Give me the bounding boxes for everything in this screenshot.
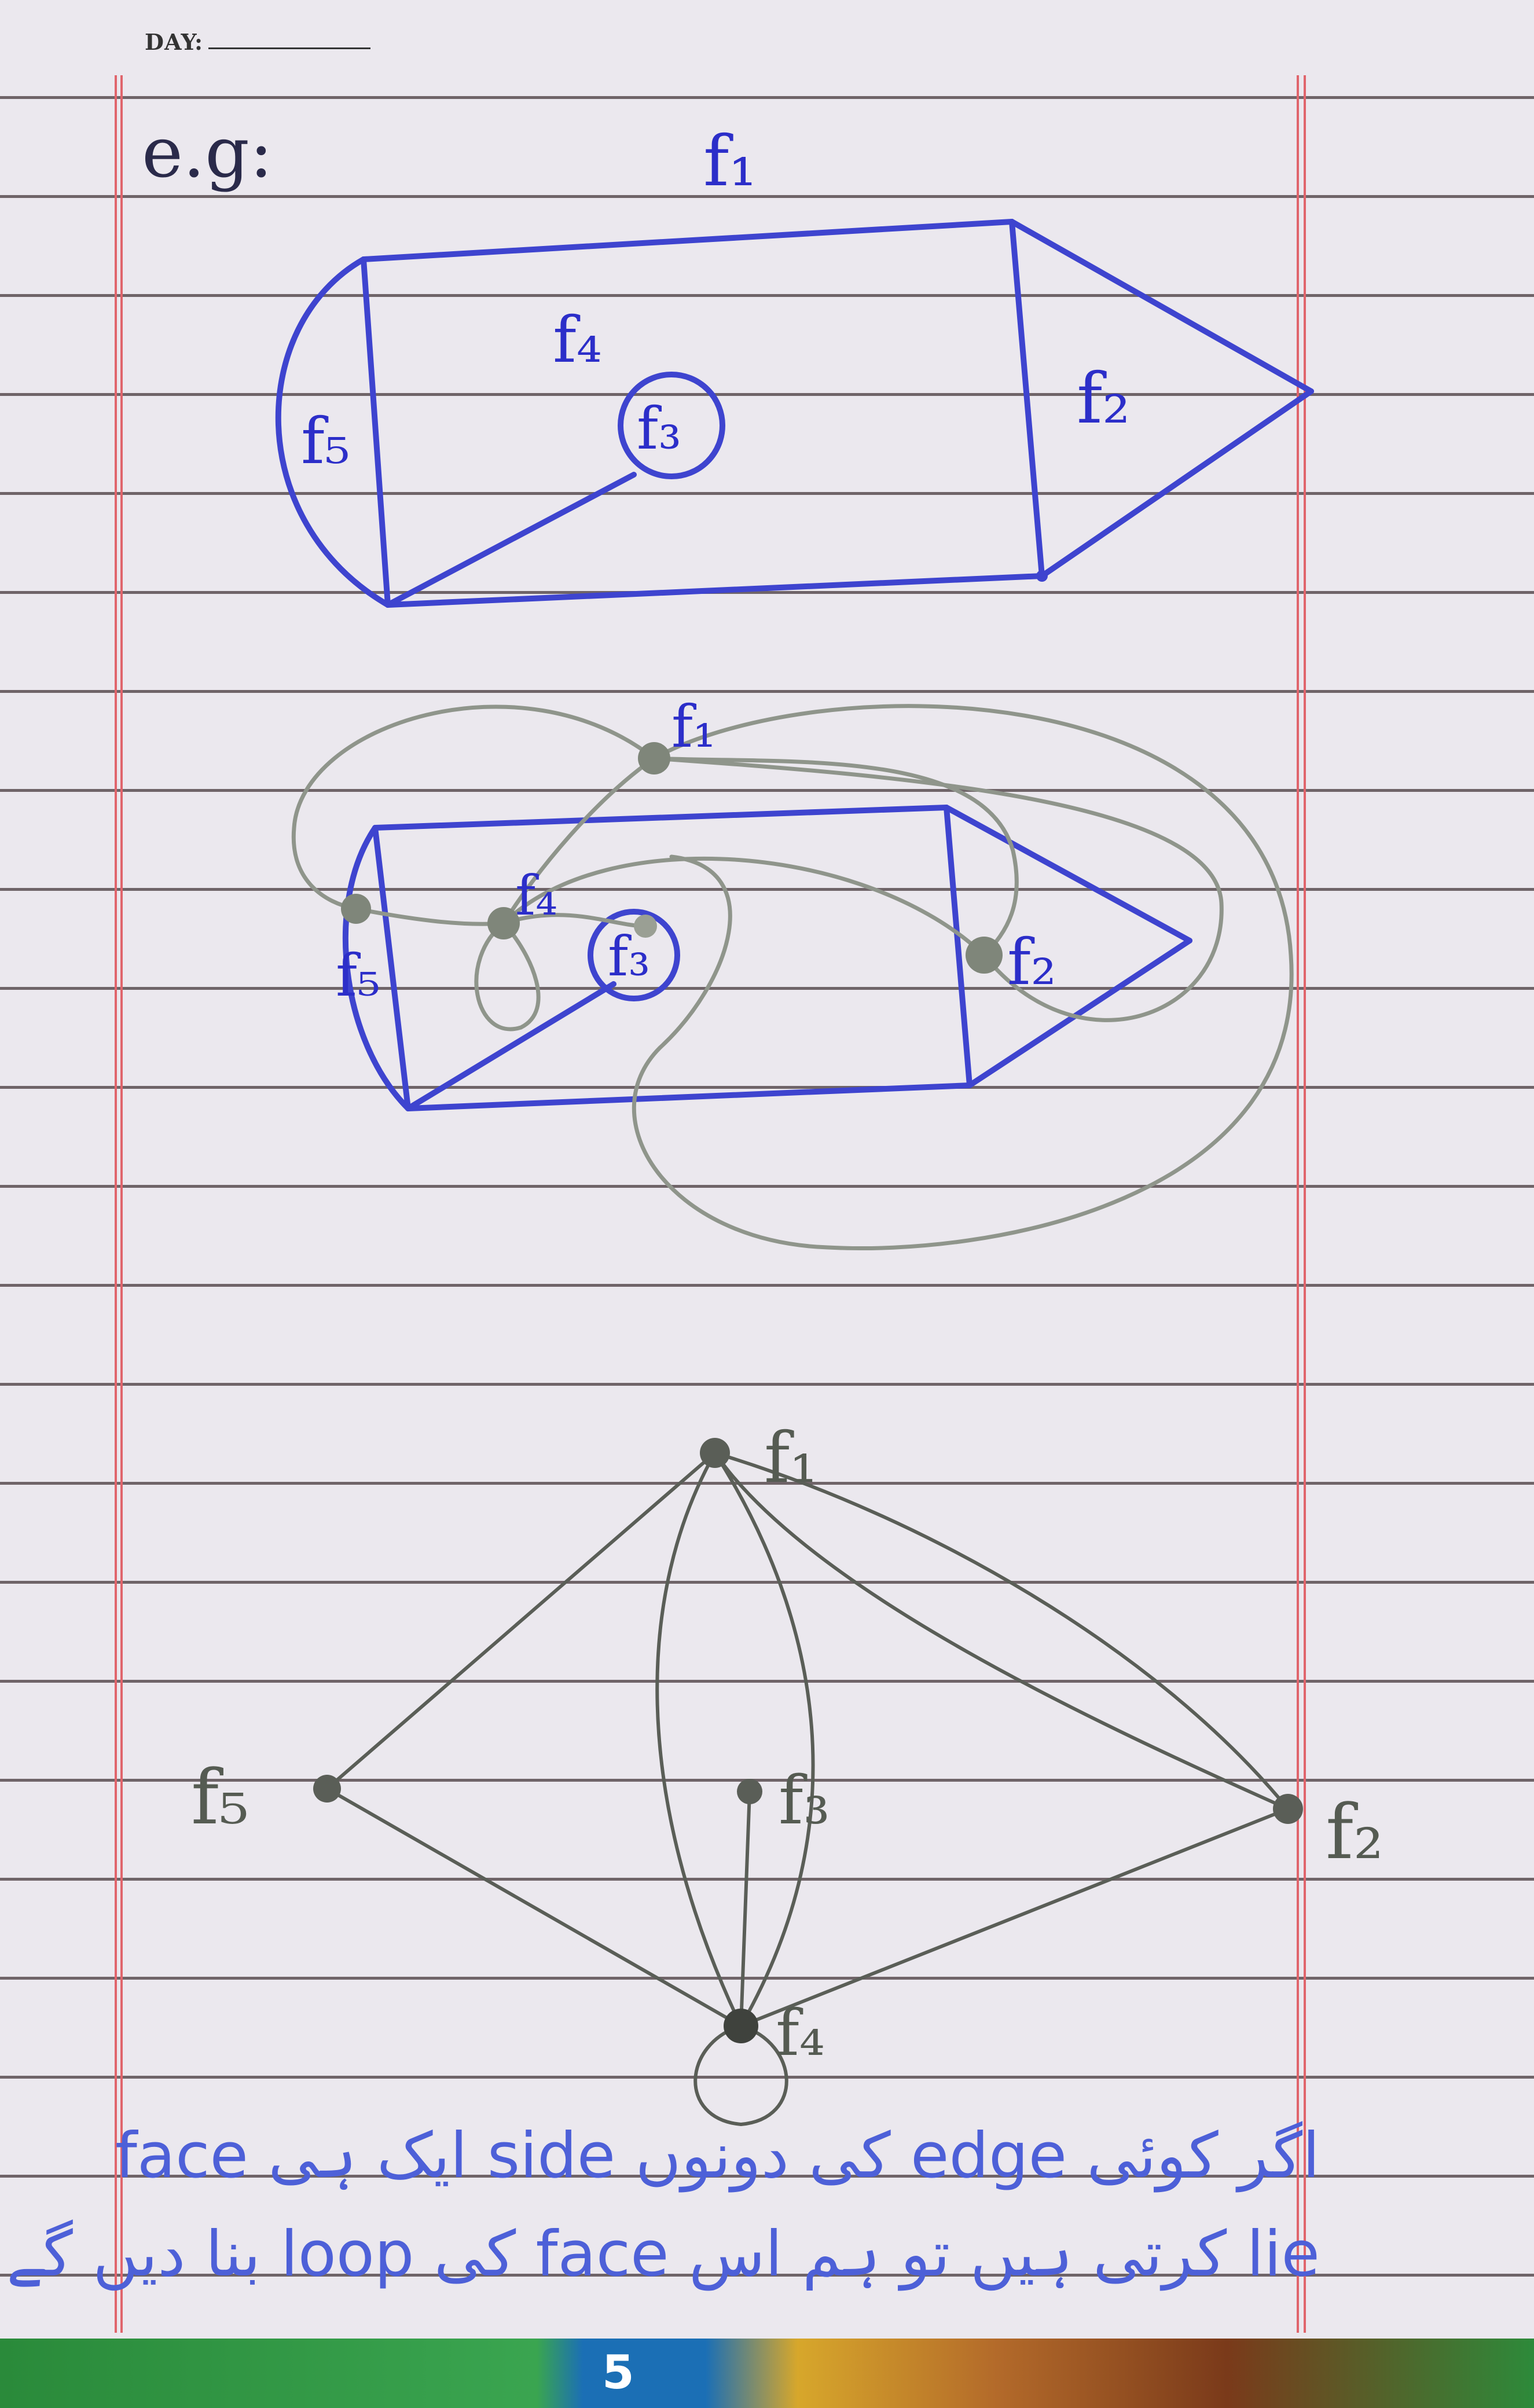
dual-vertex-f1 [638,742,670,774]
dual-edge-f1-outer-loop [632,704,1294,1250]
fig1-label-f3: f₃ [637,395,681,462]
right-margin-line-2 [1304,75,1306,2333]
cover-strip [0,2339,1534,2408]
dual-edge-f1-f2-a [713,1451,1290,1811]
dual-vertex-f4 [724,2009,758,2043]
dual-loop-f4 [474,921,541,1032]
dual-vertex-f5 [313,1775,341,1803]
fig1-label-f4: f₄ [553,303,602,377]
fig2-left-vertical-edge [372,825,411,1111]
figure-2-dual-overlay: f₁ f₄ f₃ f₂ f₅ [291,693,1294,1250]
left-margin-line [115,75,117,2333]
dual-vertex-f3 [737,1779,762,1804]
dual-edge-f5-f4 [325,1787,743,2028]
dual-edge-f1-f5 [325,1451,717,1790]
dual-vertex-f4 [487,907,520,939]
fig2-f3-circle [588,909,680,1001]
dual-edge-f4-f3 [501,913,648,928]
fig3-label-f3: f₃ [779,1762,830,1840]
day-underline [208,47,370,49]
urdu-note-line-2: lie کرتی ہیں تو ہم اس face کی loop بنا د… [6,2218,1320,2290]
fig2-label-f1: f₁ [671,693,716,761]
dual-vertex-f5 [341,894,371,924]
dual-edge-f1-f4-right [713,1451,815,2028]
fig1-label-f5: f₅ [301,404,350,478]
fig1-pendant-edge [385,472,637,608]
dual-vertex-f3 [634,915,657,938]
fig1-left-arc [275,256,391,608]
fig2-label-f3: f₃ [608,925,650,989]
dual-edge-f3-f4 [739,1790,751,2028]
fig2-bottom-edge [405,1082,972,1111]
fig2-label-f2: f₂ [1007,925,1056,999]
dual-vertex-f2 [966,937,1003,974]
fig3-label-f2: f₂ [1326,1788,1383,1876]
fig1-right-vertical-edge [1009,219,1045,579]
dual-edge-f5-f4 [354,906,506,926]
fig1-top-edge [361,219,1015,262]
fig2-label-f5: f₅ [336,942,380,1010]
cover-text: 5 [602,2345,634,2399]
urdu-note: اگر کوئی edge کی دونوں side ایک ہی face … [6,2107,1320,2304]
dual-edge-f4-f2 [501,856,986,957]
fig1-bottom-edge [385,573,1045,608]
left-margin-line-2 [120,75,123,2333]
fig1-label-f2: f₂ [1077,359,1131,439]
fig2-pendant-edge [405,981,616,1111]
dual-vertex-f1 [700,1438,730,1468]
dual-vertex-f2 [1273,1794,1303,1824]
fig1-f3-circle [618,372,725,479]
figure-1-planar-graph: f₁ f₄ f₃ f₂ f₅ [275,122,1314,608]
dual-edge-f1-f4 [501,756,656,926]
fig2-left-arc [343,825,411,1111]
fig2-triangle-bottom [967,938,1192,1088]
dual-edge-f1-f4-left [655,1451,743,2028]
dual-edge-f1-f5-outer [291,704,656,911]
fig2-top-edge [372,805,949,831]
dual-edge-f1-f2-b [713,1451,1290,1811]
fig2-label-f4: f₄ [515,864,557,928]
fig1-label-f1: f₁ [703,122,757,202]
example-label: e.g: [142,113,273,193]
dual-edge-f1-f2-second [652,756,1224,1022]
fig3-label-f4: f₄ [776,1996,825,2070]
urdu-note-line-1: اگر کوئی edge کی دونوں side ایک ہی face [115,2120,1320,2192]
fig2-triangle-top [944,805,1192,944]
figure-3-dual-graph: f₁ f₅ f₃ f₂ f₄ [191,1418,1383,2127]
dual-loop-f4 [693,2024,788,2127]
fig1-triangle-top [1009,219,1314,394]
fig2-right-vertical-edge [944,805,972,1088]
right-margin-line [1297,75,1299,2333]
fig1-vertex [1036,570,1048,582]
dual-edge-f2-f4 [739,1807,1290,2028]
fig3-label-f1: f₁ [764,1418,818,1499]
fig1-triangle-bottom [1039,388,1314,579]
dual-edge-f1-f2 [652,756,1019,957]
day-label: DAY: [145,29,204,55]
fig3-label-f5: f₅ [191,1753,249,1841]
fig1-left-vertical-edge [361,256,391,608]
